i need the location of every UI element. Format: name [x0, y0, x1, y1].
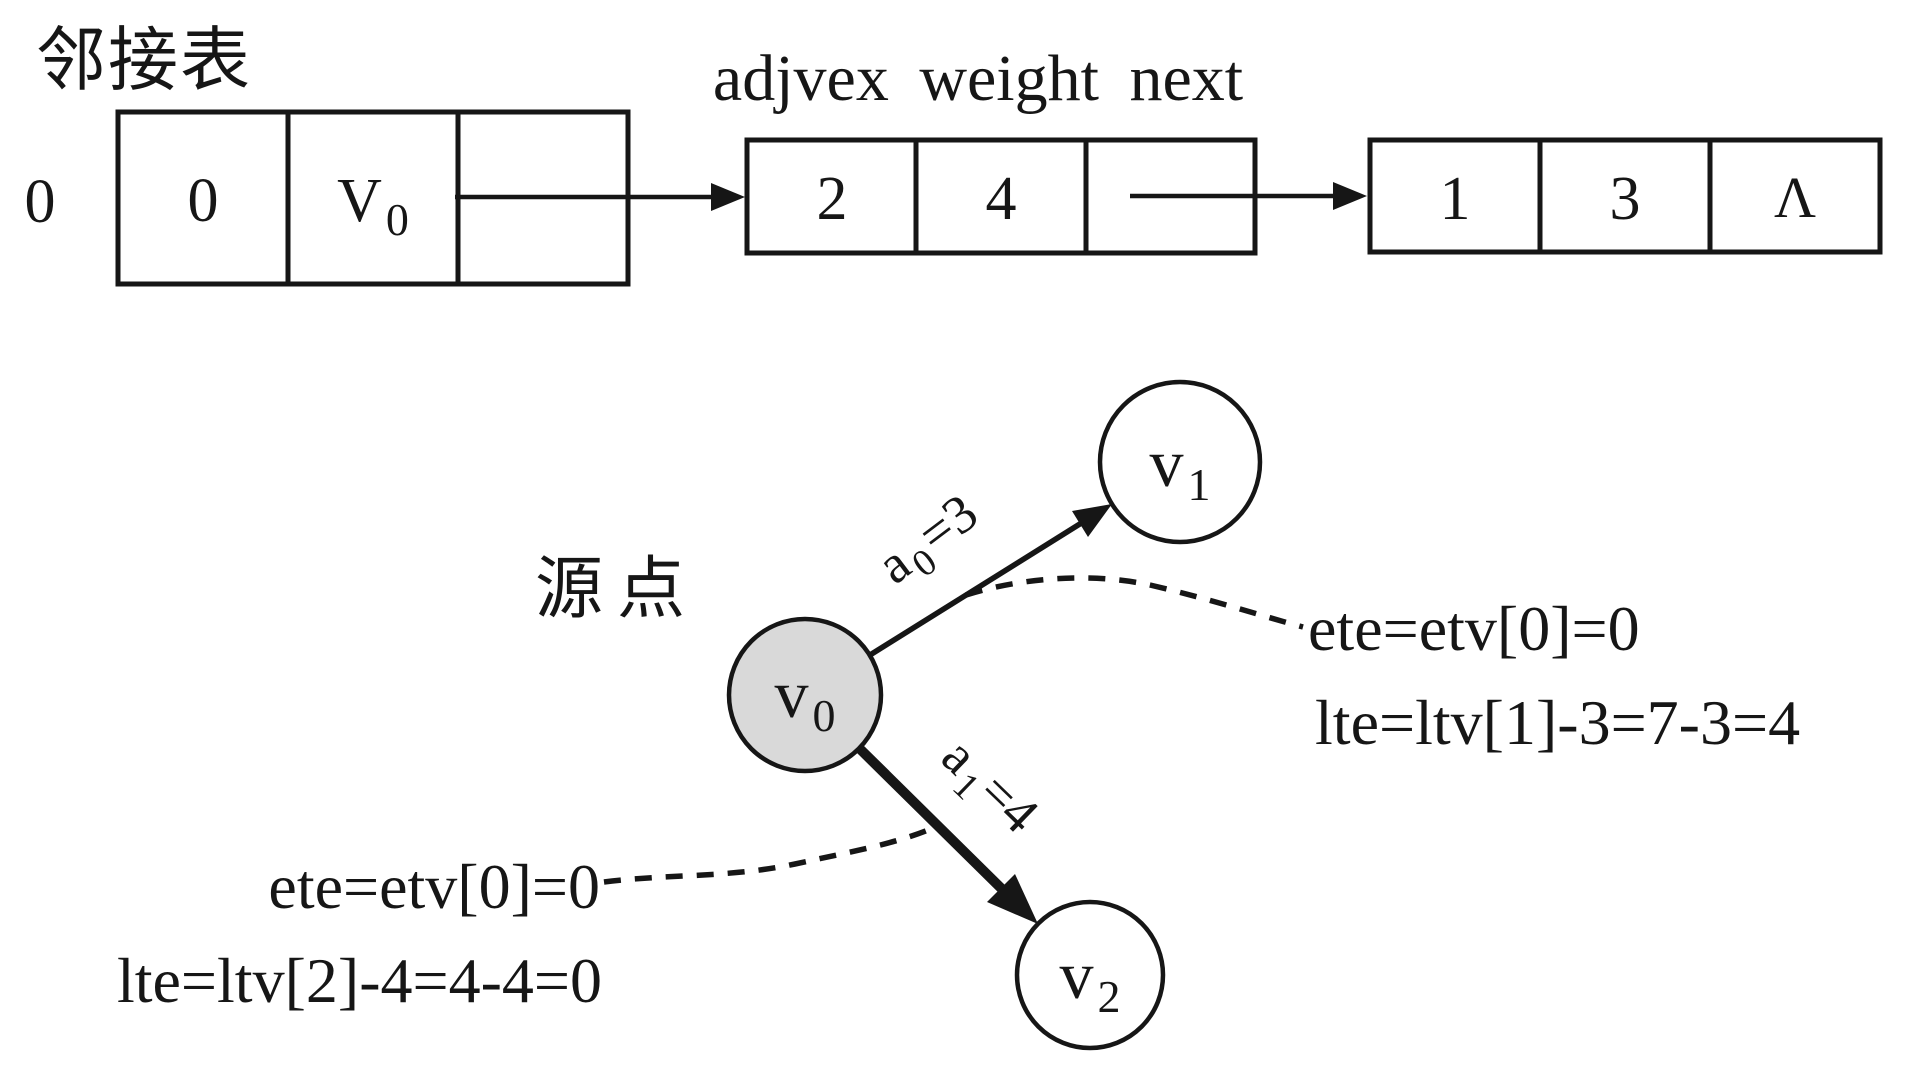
- edge-v0-v1-shaft: [868, 519, 1085, 658]
- annotation-v2: ete=etv[0]=0 lte=ltv[2]-4=4-4=0: [117, 851, 602, 1016]
- adjacency-list-title: 邻接表: [36, 23, 252, 100]
- edge-v0-v1-arrowhead-icon: [1072, 504, 1112, 537]
- vertex-v1-subscript: 1: [1188, 459, 1211, 510]
- edge-node-1-weight-cell: 4: [986, 165, 1017, 233]
- head-node-vertex-subscript: 0: [386, 194, 409, 245]
- row-index-label: 0: [25, 168, 56, 236]
- edge-v0-v2-arrowhead-icon: [987, 874, 1038, 924]
- edge-node-2-box: 1 3 Λ: [1367, 137, 1883, 255]
- vertex-v2-base: v: [1060, 937, 1094, 1013]
- pointer-arrow-1-arrowhead-icon: [711, 183, 745, 211]
- pointer-arrow-2-arrowhead-icon: [1333, 182, 1367, 210]
- head-node-vertex-base: V: [337, 167, 382, 235]
- pointer-arrow-1: [455, 183, 745, 211]
- head-node-info-cell: 0: [188, 167, 219, 235]
- annotation-v2-line2: lte=ltv[2]-4=4-4=0: [117, 945, 602, 1016]
- vertex-v2: v 2: [1014, 899, 1166, 1051]
- edge-node-2-weight-cell: 3: [1610, 165, 1641, 233]
- edge-node-2-adjvex-cell: 1: [1440, 165, 1471, 233]
- edge-v0-v2: [855, 744, 1038, 924]
- vertex-v0-base: v: [775, 656, 809, 732]
- vertex-v2-label: v 2: [1060, 937, 1121, 1022]
- vertex-v2-circle: [1014, 899, 1166, 1051]
- vertex-v0-subscript: 0: [813, 690, 836, 741]
- node-fields-header: adjvex weight next: [713, 42, 1243, 115]
- annotation-v1: ete=etv[0]=0 lte=ltv[1]-3=7-3=4: [1308, 593, 1800, 758]
- vertex-v2-subscript: 2: [1098, 971, 1121, 1022]
- annotation-v1-line1: ete=etv[0]=0: [1308, 593, 1640, 664]
- vertex-v1-circle: [1097, 379, 1263, 545]
- vertex-v0: v 0: [726, 616, 884, 774]
- pointer-arrow-2: [1130, 182, 1367, 210]
- edge-v0-v1: [868, 504, 1112, 658]
- edge-node-2-outline: [1367, 137, 1883, 255]
- edge-v0-v2-shaft: [855, 744, 1010, 897]
- edge-node-1-adjvex-cell: 2: [817, 165, 848, 233]
- dashed-connector-v1: [965, 575, 1304, 630]
- annotation-v1-line2: lte=ltv[1]-3=7-3=4: [1315, 687, 1800, 758]
- annotation-v2-line1: ete=etv[0]=0: [268, 851, 600, 922]
- edge-label-a0: a 0 =3: [866, 482, 994, 602]
- source-point-label: 源点: [535, 551, 699, 627]
- null-pointer-symbol: Λ: [1774, 165, 1816, 230]
- vertex-v0-label: v 0: [775, 656, 836, 741]
- vertex-v1-label: v 1: [1150, 425, 1211, 510]
- vertex-v1: v 1: [1097, 379, 1263, 545]
- dashed-connector-v2: [603, 825, 935, 885]
- head-node-vertex-cell: V 0: [337, 167, 409, 245]
- vertex-v0-circle: [726, 616, 884, 774]
- vertex-v1-base: v: [1150, 425, 1184, 501]
